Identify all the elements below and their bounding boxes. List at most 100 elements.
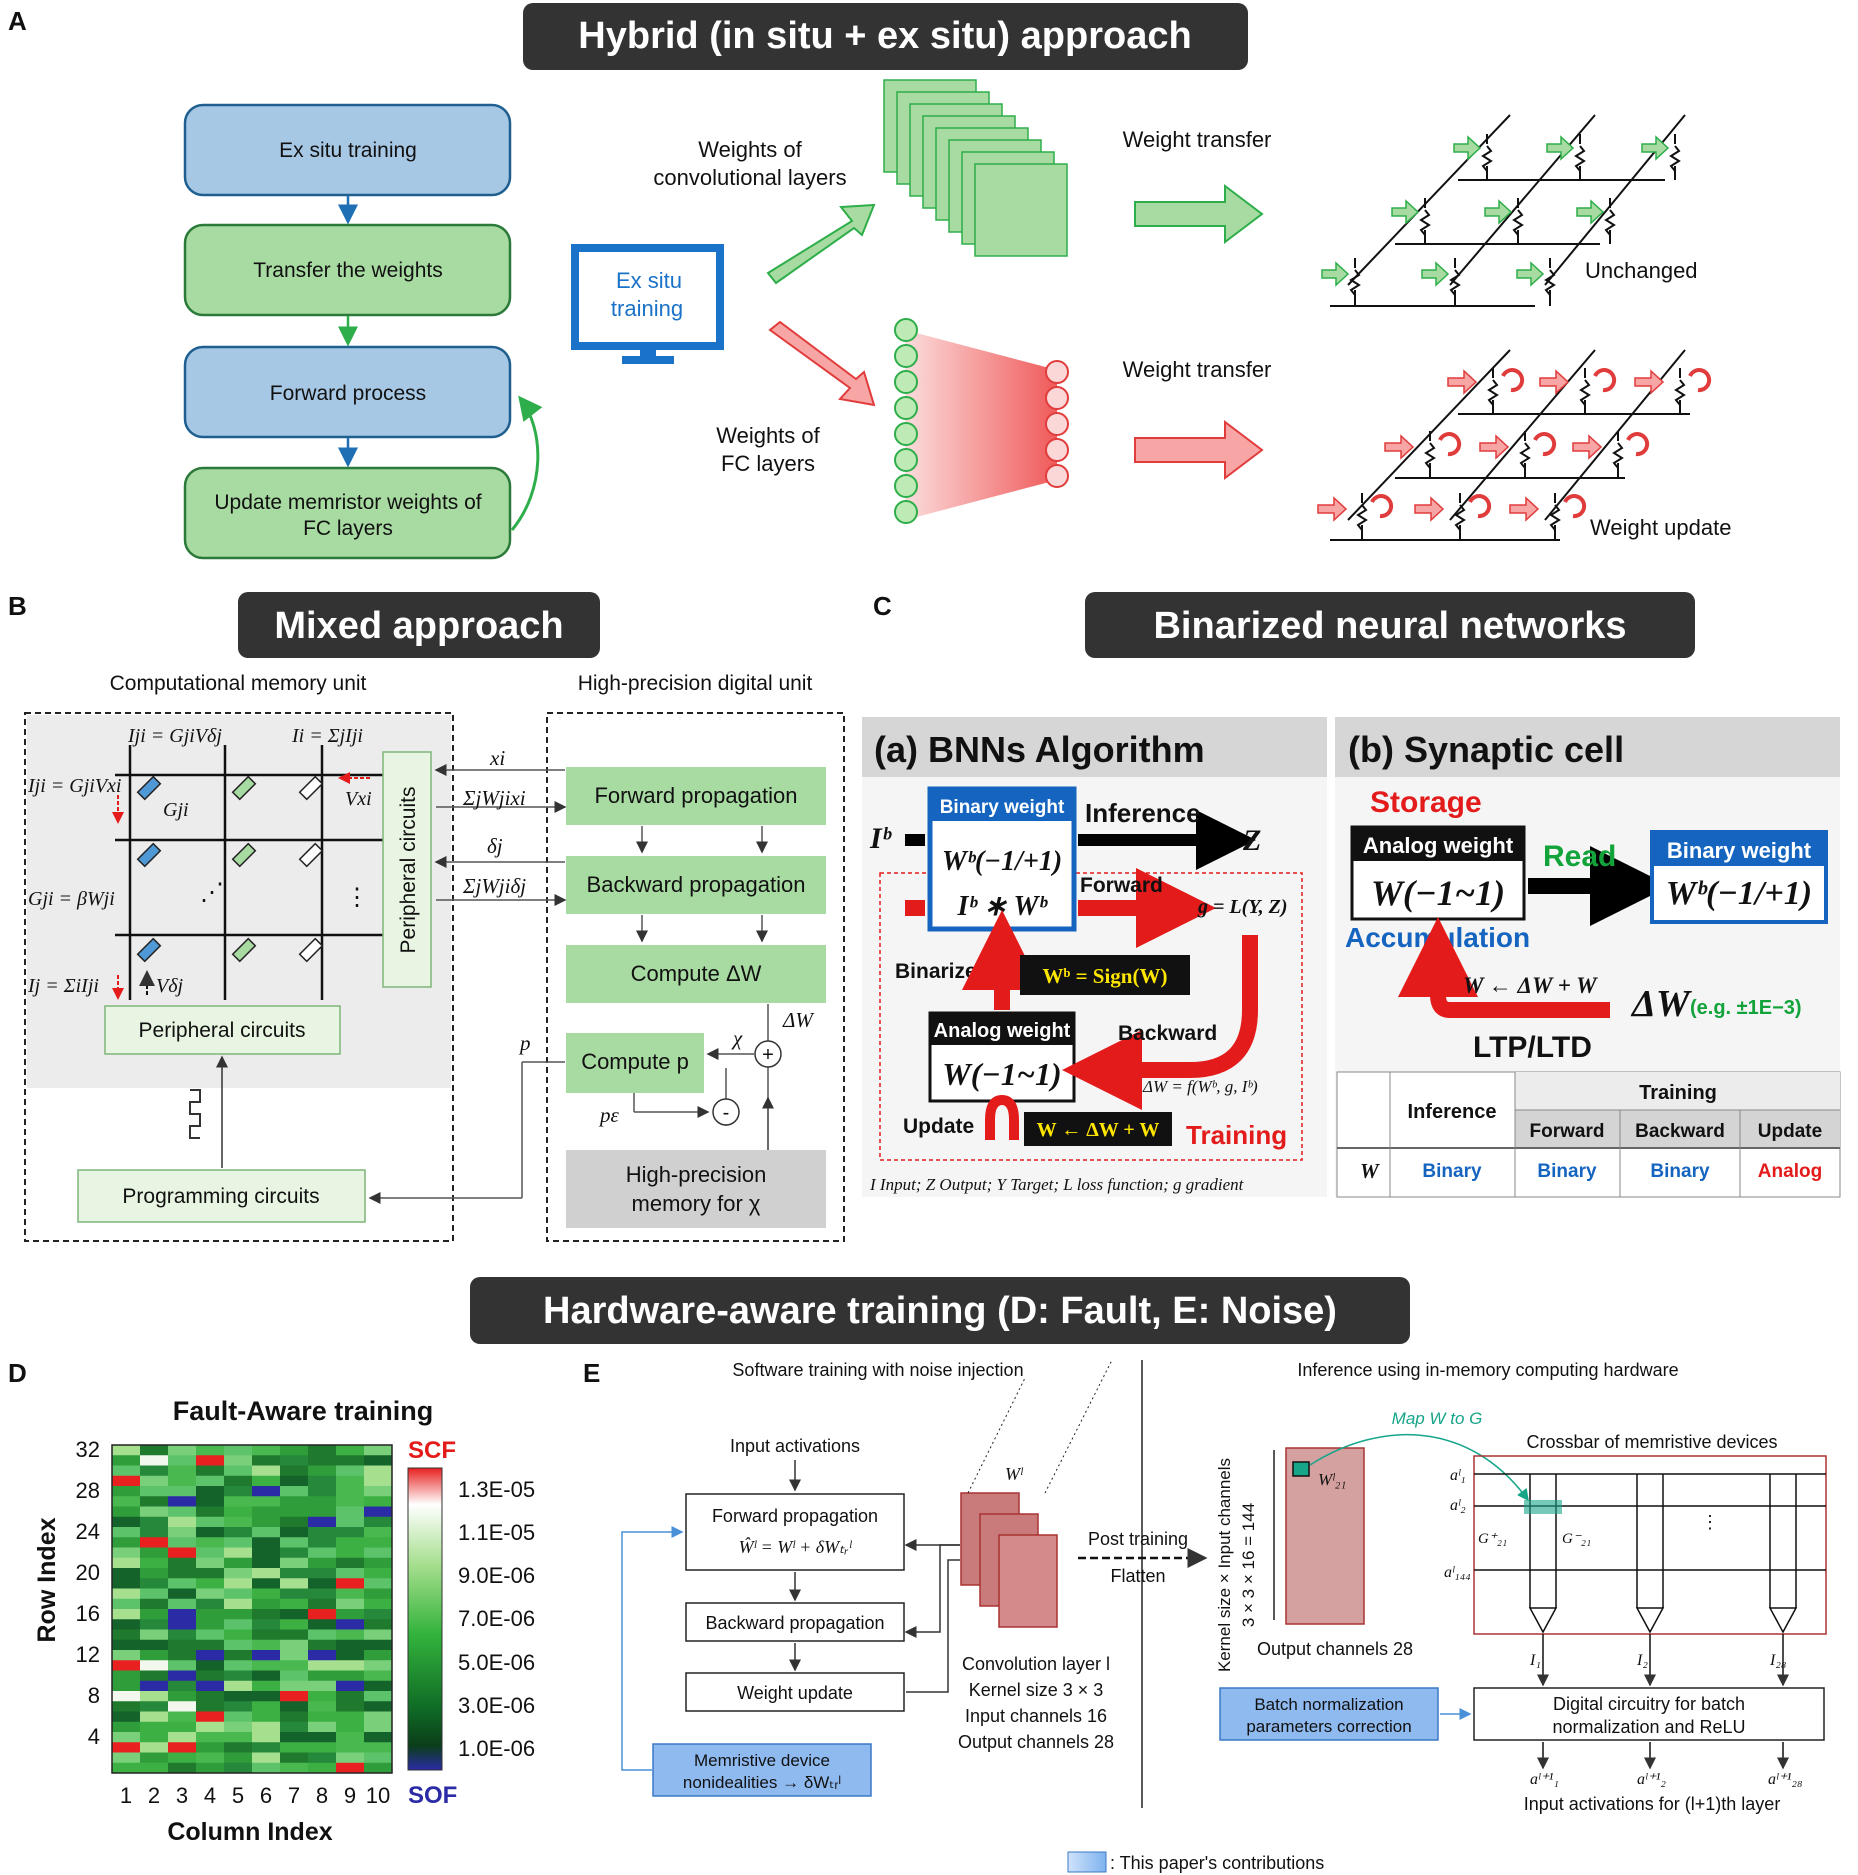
heatmap-cell [252,1721,280,1733]
xtick: 6 [260,1783,272,1808]
heatmap-cell [336,1639,364,1651]
heatmap-cell [140,1547,168,1559]
heatmap-cell [364,1465,392,1477]
heatmap-cell [336,1619,364,1630]
contrib-swatch [1067,1851,1107,1873]
heatmap-cell [336,1650,364,1661]
heatmap-cell [112,1455,140,1466]
nonideal-1: Memristive device [694,1751,830,1770]
e-backward-box [685,1602,905,1642]
row-w: W [1360,1159,1380,1183]
heatmap-cell [224,1557,252,1569]
title-de: Hardware-aware training (D: Fault, E: No… [543,1290,1337,1332]
heatmap-cell [252,1547,280,1559]
heatmap-cell [252,1568,280,1579]
heatmap-cell [168,1598,196,1610]
heatmap-cell [112,1445,140,1456]
heatmap-cell [112,1650,140,1661]
heatmap-cell [196,1639,224,1651]
minus-sign: - [723,1102,730,1124]
heatmap-cell [224,1506,252,1518]
cbar-tick: 1.0E-06 [458,1736,535,1761]
heatmap-cell [280,1527,308,1538]
digital-2: normalization and ReLU [1552,1717,1745,1737]
heatmap-cell [224,1732,252,1743]
heatmap-cell [364,1496,392,1507]
heatmap-cell [280,1588,308,1600]
heatmap-cell [196,1660,224,1671]
next-layer: Input activations for (l+1)th layer [1524,1794,1781,1814]
heatmap-cell [196,1619,224,1630]
i28: I₂₈ [1769,1652,1786,1669]
heatmap-cell [336,1680,364,1692]
heatmap-cell [140,1455,168,1466]
bnn-legend: I Input; Z Output; Y Target; L loss func… [869,1175,1245,1194]
g-minus: G⁻₂₁ [1562,1531,1591,1547]
heatmap-cell [112,1527,140,1538]
heatmap-cell [168,1639,196,1651]
heatmap-cell [308,1721,336,1733]
heatmap-cell [224,1680,252,1692]
heatmap-cell [308,1691,336,1702]
heatmap-cell [140,1680,168,1692]
monitor-label-1: Ex situ [616,268,682,293]
binary-weight-label: Binary weight [940,797,1065,818]
g-plus: G⁺₂₁ [1478,1531,1507,1547]
heatmap-cell [140,1496,168,1507]
eq-sum-wd: ΣjWjiδj [462,874,526,898]
heatmap-cell [308,1619,336,1630]
heatmap-cell [140,1670,168,1682]
heatmap-cell [336,1609,364,1620]
heatmap-cell [308,1557,336,1569]
eq-gji-beta: Gji = βWji [28,888,115,910]
a2: aˡ₂ [1450,1497,1466,1514]
compute-dw-box [566,945,826,1003]
map-label: Map W to G [1392,1409,1483,1428]
heatmap-cell [140,1506,168,1518]
peripheral-v-label: Peripheral circuits [397,787,420,954]
title-de-bg [470,1277,1410,1344]
heatmap-cell [112,1762,140,1774]
flow-label-4a: Update memristor weights of [214,491,481,514]
o28: aˡ⁺¹₂₈ [1768,1771,1803,1788]
column-index-label: Column Index [167,1818,332,1846]
red-cell-arrows [1317,369,1665,522]
heatmap-cell [364,1588,392,1600]
synaptic-cell-title: (b) Synaptic cell [1348,729,1624,770]
e-forward-label: Forward propagation [712,1506,878,1526]
heatmap-cell [224,1660,252,1671]
weight-update-label: Weight update [1590,515,1731,540]
heatmap-xticks: 1 2 3 4 5 6 7 8 9 10 [120,1783,390,1808]
heatmap-cell [364,1711,392,1723]
heatmap-cell [364,1742,392,1753]
heatmap-cell [308,1598,336,1610]
heatmap-cell [196,1557,224,1569]
heatmap-cell [168,1568,196,1579]
heatmap-cell [112,1619,140,1630]
heatmap-cell [336,1588,364,1600]
a1: aˡ₁ [1450,1467,1466,1484]
xtick: 1 [120,1783,132,1808]
contrib-label: : This paper's contributions [1110,1853,1324,1873]
training-region [879,872,1303,1161]
binary-weight-cell-label: Binary weight [1667,838,1812,863]
heatmap-cell [308,1752,336,1764]
flow-ex-situ-training [183,103,512,197]
hp-memory-label-1: High-precision [626,1162,767,1187]
heatmap-cell [224,1578,252,1589]
accumulation-arrow [1398,917,1610,1018]
bnn-algo-header [862,717,1327,777]
heatmap-cell [280,1537,308,1548]
heatmap-cell [140,1711,168,1723]
ytick: 20 [76,1560,100,1585]
green-transfer-arrow [1134,183,1264,245]
heatmap-cell [224,1516,252,1528]
heatmap-cell [140,1691,168,1702]
xtick: 8 [316,1783,328,1808]
heatmap-cell [196,1742,224,1753]
backward-label: Backward [1118,1022,1217,1045]
post-training: Post training [1088,1529,1188,1549]
red-diagonal-arrow [768,320,876,407]
th-backward: Backward [1635,1121,1725,1142]
heatmap-cell [112,1516,140,1528]
